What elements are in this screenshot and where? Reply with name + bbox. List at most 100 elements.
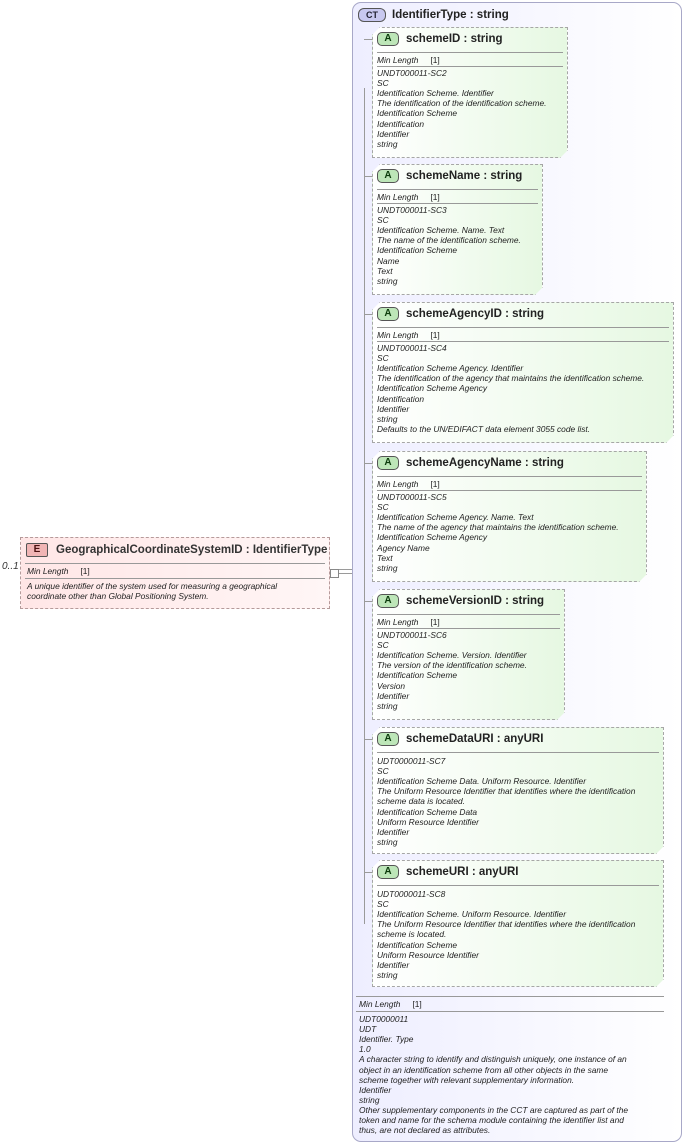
attribute-facet-label: Min Length <box>377 330 419 340</box>
attribute-type-separator: : <box>501 308 513 320</box>
element-facet-value: [1] <box>80 566 90 576</box>
attribute-rule <box>377 327 669 328</box>
sequence-connector-icon[interactable] <box>330 569 339 578</box>
attribute-name: schemeName <box>406 170 481 182</box>
attribute-note: string <box>377 413 398 424</box>
attribute-connector <box>364 601 372 602</box>
attribute-type-separator: : <box>501 595 513 607</box>
attribute-note: scheme data is located. <box>377 796 465 807</box>
complex-type-note: Identifier. Type <box>359 1034 414 1045</box>
attribute-facet-value: [1] <box>430 617 440 627</box>
attribute-note: Identifier <box>377 959 410 970</box>
attribute-note: The identification of the agency that ma… <box>377 373 645 384</box>
attribute-note: SC <box>377 353 389 364</box>
attribute-note: UNDT000011-SC2 <box>377 68 447 78</box>
attribute-note: The Uniform Resource Identifier that ide… <box>377 919 636 930</box>
element-title: GeographicalCoordinateSystemID : Identif… <box>56 544 327 556</box>
attribute-type-separator: : <box>480 170 491 182</box>
attribute-badge-icon: A <box>377 594 399 608</box>
attribute-connector <box>364 463 372 464</box>
attribute-badge-icon: A <box>377 169 399 183</box>
attribute-note: Identification Scheme Agency <box>377 383 488 394</box>
attribute-title: schemeVersionID : string <box>406 595 544 607</box>
complex-type-note: 1.0 <box>359 1044 371 1055</box>
attribute-rule <box>377 66 563 67</box>
complex-type-note: string <box>359 1094 380 1105</box>
attribute-note: Identification Scheme Agency. Name. Text <box>377 512 534 523</box>
element-type: IdentifierType <box>252 544 328 556</box>
attribute-note: UNDT000011-SC3 <box>377 205 447 215</box>
attribute-note: Defaults to the UN/EDIFACT data element … <box>377 423 591 434</box>
attribute-note: The name of the identification scheme. <box>377 235 521 246</box>
attribute-name: schemeVersionID <box>406 595 502 607</box>
attribute-note: UNDT000011-SC6 <box>377 630 447 640</box>
attribute-rule <box>377 752 659 753</box>
attribute-note: Uniform Resource Identifier <box>377 949 479 960</box>
attribute-type-separator: : <box>493 733 504 745</box>
attribute-note: Identification Scheme <box>377 108 458 119</box>
complex-type-note: scheme together with relevant supplement… <box>359 1074 575 1085</box>
complex-type-note: thus, are not declared as attributes. <box>359 1125 491 1136</box>
complex-type-note: A character string to identify and disti… <box>359 1054 627 1065</box>
attribute-type: string <box>490 170 523 182</box>
element-box[interactable]: E GeographicalCoordinateSystemID : Ident… <box>20 537 330 609</box>
attribute-note: Identification Scheme. Version. Identifi… <box>377 650 527 661</box>
attribute-note: Identifier <box>377 690 410 701</box>
attribute-connector <box>364 314 372 315</box>
attribute-note: SC <box>377 766 389 777</box>
attribute-title: schemeURI : anyURI <box>406 866 519 878</box>
attribute-note: Identification Scheme Agency. Identifier <box>377 363 524 374</box>
attribute-note: scheme is located. <box>377 929 447 940</box>
attribute-facet: Min Length[1] <box>377 479 440 489</box>
attribute-facet-label: Min Length <box>377 55 419 65</box>
attribute-note: Agency Name <box>377 542 430 553</box>
attribute-note: UNDT000011-SC5 <box>377 492 447 502</box>
attribute-badge-icon: A <box>377 307 399 321</box>
attribute-badge-icon: A <box>377 732 399 746</box>
complex-type-title[interactable]: IdentifierType : string <box>392 9 509 21</box>
attribute-note: Identification Scheme <box>377 939 458 950</box>
occurrence-label: 0..1 <box>2 561 19 572</box>
element-connector-line <box>339 573 352 574</box>
element-facet: Min Length[1] <box>27 566 90 576</box>
attribute-name: schemeURI <box>406 866 469 878</box>
attribute-name: schemeID <box>406 33 461 45</box>
attribute-note: Version <box>377 680 406 691</box>
complex-type-note: UDT <box>359 1024 377 1035</box>
attribute-connector <box>364 739 372 740</box>
attribute-note: SC <box>377 215 389 226</box>
element-header: E GeographicalCoordinateSystemID : Ident… <box>26 543 327 557</box>
ct-facet-label: Min Length <box>359 999 401 1009</box>
attribute-name: schemeDataURI <box>406 733 494 745</box>
attribute-facet: Min Length[1] <box>377 192 440 202</box>
attribute-rule <box>377 490 642 491</box>
attribute-connector <box>364 176 372 177</box>
attribute-badge-icon: A <box>377 456 399 470</box>
attribute-note: Text <box>377 552 393 563</box>
attribute-note: The Uniform Resource Identifier that ide… <box>377 786 636 797</box>
attribute-note: UNDT000011-SC4 <box>377 343 447 353</box>
complex-type-note: Identifier <box>359 1084 392 1095</box>
attribute-name: schemeAgencyID <box>406 308 502 320</box>
attribute-note: Uniform Resource Identifier <box>377 816 479 827</box>
attribute-rule <box>377 476 642 477</box>
attribute-facet-value: [1] <box>430 479 440 489</box>
attribute-title: schemeID : string <box>406 33 503 45</box>
complex-type-separator: : <box>466 9 477 21</box>
attribute-title: schemeAgencyName : string <box>406 457 564 469</box>
attribute-rule <box>377 203 538 204</box>
attribute-title: schemeDataURI : anyURI <box>406 733 543 745</box>
attribute-note: Identification Scheme. Identifier <box>377 88 494 99</box>
attribute-type: anyURI <box>503 733 544 745</box>
attribute-type: string <box>470 33 503 45</box>
